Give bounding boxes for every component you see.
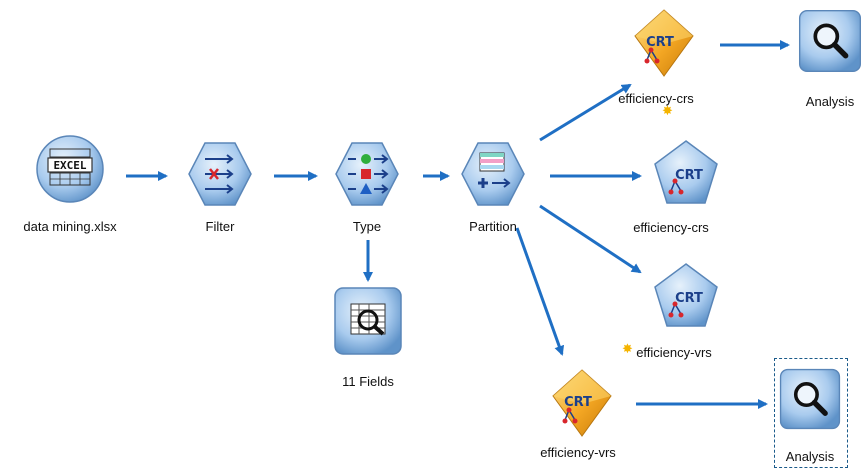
svg-text:CRT: CRT — [646, 35, 674, 50]
crt-modeling-icon: CRT — [654, 263, 718, 327]
selection-box — [774, 358, 848, 468]
svg-text:CRT: CRT — [675, 291, 703, 306]
excel-source-node[interactable]: EXCEL — [33, 132, 107, 206]
svg-text:EXCEL: EXCEL — [53, 159, 86, 172]
crt-builder-vrs-label: efficiency-vrs — [636, 345, 712, 360]
partition-label: Partition — [469, 219, 517, 234]
connector-partition-crs-model[interactable] — [539, 83, 632, 142]
crt-model-crs-node[interactable]: CRT — [627, 6, 701, 80]
type-label: Type — [352, 219, 382, 234]
new-model-star-icon: ✸ — [622, 341, 633, 356]
analysis-icon — [779, 368, 841, 430]
crt-builder-crs-node[interactable]: CRT — [649, 137, 723, 211]
new-model-star-icon: ✸ — [662, 103, 673, 118]
type-icon — [335, 142, 399, 206]
crt-model-vrs-label: efficiency-vrs — [540, 445, 616, 460]
crt-model-vrs-node[interactable]: CRT — [545, 366, 619, 440]
svg-text:CRT: CRT — [675, 168, 703, 183]
type-node[interactable] — [330, 137, 404, 211]
partition-icon — [461, 142, 525, 206]
analysis-bottom-node[interactable] — [777, 366, 843, 432]
svg-text:CRT: CRT — [564, 395, 592, 410]
filter-icon — [188, 142, 252, 206]
analysis-top-node[interactable] — [796, 7, 861, 75]
analysis-top-label: Analysis — [805, 94, 855, 109]
crt-modeling-icon: CRT — [654, 140, 718, 204]
partition-node[interactable] — [456, 137, 530, 211]
crt-builder-crs-label: efficiency-crs — [633, 220, 709, 235]
crt-model-nugget-icon: CRT — [634, 9, 694, 77]
excel-icon: EXCEL — [36, 135, 104, 203]
analysis-icon — [798, 9, 861, 73]
crt-builder-vrs-node[interactable]: CRT — [649, 260, 723, 334]
filter-node[interactable] — [183, 137, 257, 211]
crt-model-crs-label: efficiency-crs — [618, 91, 694, 106]
data-audit-icon — [334, 287, 402, 355]
crt-model-nugget-icon: CRT — [552, 369, 612, 437]
connector-partition-vrs-model[interactable] — [515, 227, 565, 356]
data-audit-node[interactable] — [331, 284, 405, 358]
excel-source-label: data mining.xlsx — [23, 219, 117, 234]
analysis-bottom-label: Analysis — [785, 449, 835, 464]
filter-label: Filter — [205, 219, 235, 234]
connector-partition-vrs-builder[interactable] — [539, 204, 642, 274]
data-audit-label: 11 Fields — [342, 374, 394, 389]
